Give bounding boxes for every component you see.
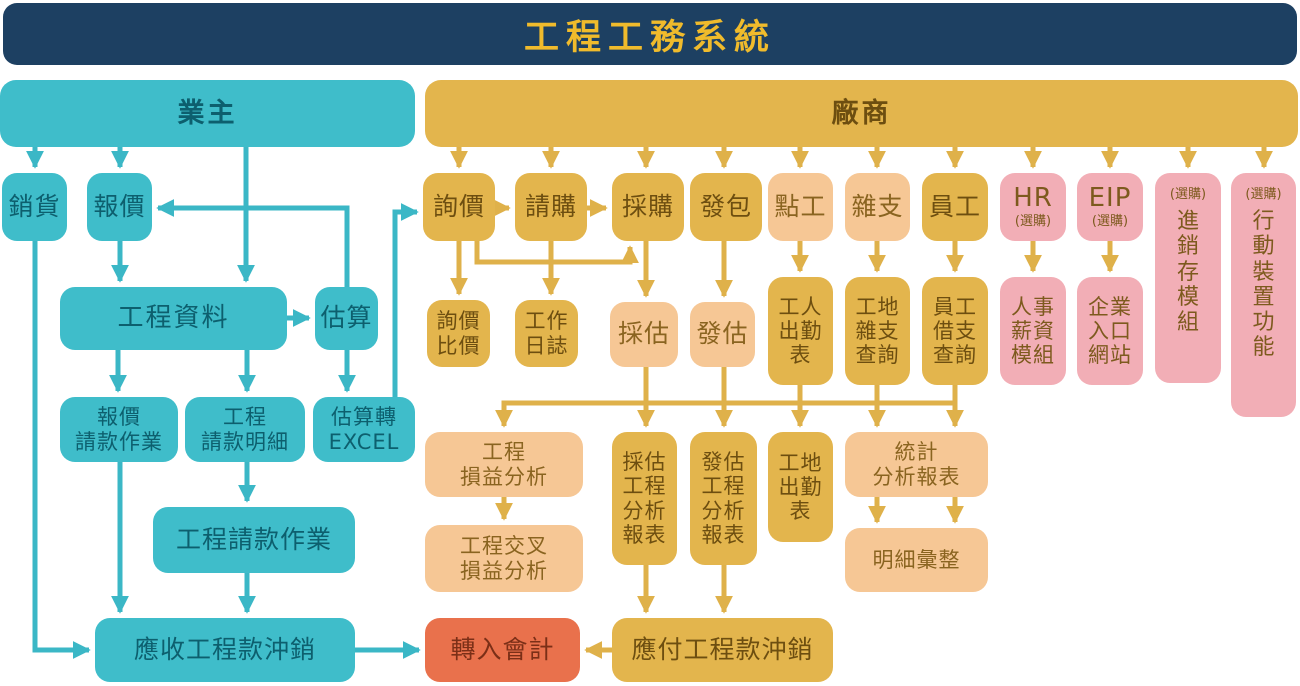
node-site-misc-query: 工地 雜支 查詢 [845,277,910,385]
node-quote-label: 報價 [93,191,146,221]
node-mobile-option-label: (選購) [1245,187,1282,202]
group-vendor: 廠商 [425,80,1298,147]
node-profit-analysis-label: 工程 損益分析 [460,440,548,489]
node-mobile-module: (選購) 行 動 裝 置 功 能 [1231,173,1296,417]
node-stats-report-label: 統計 分析報表 [872,440,961,489]
node-inventory-module: (選購) 進 銷 存 模 組 [1155,173,1221,383]
node-project-billing-detail-label: 工程 請款明細 [201,405,289,454]
node-cross-profit-analysis: 工程交叉 損益分析 [425,525,583,592]
node-work-log-label: 工作 日誌 [524,309,569,358]
title-bar: 工程工務系統 [3,3,1297,65]
node-mobile-label: 行 動 裝 置 功 能 [1252,208,1275,361]
node-hr-label: HR [1013,183,1053,214]
node-project-billing-detail: 工程 請款明細 [185,397,305,462]
node-estimate-excel-label: 估算轉 EXCEL [328,405,400,454]
node-purchase-label: 採購 [621,191,674,221]
node-inquiry-label: 詢價 [432,191,485,221]
node-subcontract-analysis-report-label: 發估 工程 分析 報表 [701,450,746,547]
node-sales: 銷貨 [2,173,67,241]
node-quote-billing: 報價 請款作業 [60,397,178,462]
node-estimate: 估算 [315,287,378,350]
node-sales-label: 銷貨 [8,191,61,221]
node-eip-portal: 企業 入口 網站 [1077,277,1143,385]
node-misc-label: 雜支 [851,191,904,221]
node-project-data-label: 工程資料 [117,302,230,333]
node-project-billing-label: 工程請款作業 [175,524,332,554]
page-title: 工程工務系統 [523,16,776,58]
node-purchase-analysis-report-label: 採估 工程 分析 報表 [622,450,667,547]
node-purchase-request-label: 請購 [524,191,577,221]
node-employee: 員工 [922,173,988,241]
node-subcontract-estimate: 發估 [690,302,755,367]
node-subcontract: 發包 [690,173,762,241]
group-owner: 業主 [0,80,415,147]
node-employee-label: 員工 [928,191,981,221]
node-inquiry-compare: 詢價 比價 [427,300,490,367]
node-profit-analysis: 工程 損益分析 [425,432,583,497]
node-ar-writeoff-label: 應收工程款沖銷 [133,634,316,664]
node-quote-billing-label: 報價 請款作業 [75,405,163,454]
node-hr: HR (選購) [1000,173,1066,241]
node-worker-attendance: 工人 出勤 表 [768,277,833,385]
node-stats-report: 統計 分析報表 [845,432,988,497]
node-subcontract-estimate-label: 發估 [696,319,749,349]
node-inquiry: 詢價 [423,173,495,241]
node-eip-label: EIP [1088,183,1132,214]
node-site-attendance-label: 工地 出勤 表 [778,450,823,524]
node-eip-portal-label: 企業 入口 網站 [1088,294,1132,368]
node-detail-summary: 明細彙整 [845,528,988,592]
node-hr-option-label: (選購) [1014,213,1052,229]
node-work-log: 工作 日誌 [515,300,578,367]
node-inquiry-compare-label: 詢價 比價 [436,309,481,358]
node-estimate-excel: 估算轉 EXCEL [313,397,415,462]
node-ar-writeoff: 應收工程款沖銷 [95,618,355,682]
node-subcontract-label: 發包 [699,191,752,221]
group-owner-label: 業主 [177,97,238,129]
node-hr-payroll-label: 人事 薪資 模組 [1011,294,1055,368]
node-ap-writeoff-label: 應付工程款沖銷 [631,634,814,664]
node-daywork-label: 點工 [774,191,827,221]
node-quote: 報價 [87,173,152,241]
node-estimate-label: 估算 [320,303,373,333]
node-to-accounting-label: 轉入會計 [450,634,555,664]
node-purchase-analysis-report: 採估 工程 分析 報表 [612,432,677,565]
node-inventory-option-label: (選購) [1169,187,1207,202]
node-site-attendance: 工地 出勤 表 [768,432,833,542]
node-misc: 雜支 [845,173,910,241]
node-hr-payroll: 人事 薪資 模組 [1000,277,1066,385]
node-employee-loan-query-label: 員工 借支 查詢 [933,294,977,368]
node-daywork: 點工 [768,173,833,241]
node-cross-profit-analysis-label: 工程交叉 損益分析 [460,534,548,583]
node-worker-attendance-label: 工人 出勤 表 [778,294,823,368]
node-project-billing: 工程請款作業 [153,507,355,573]
node-purchase: 採購 [612,173,684,241]
group-vendor-label: 廠商 [831,97,892,129]
node-ap-writeoff: 應付工程款沖銷 [612,618,833,682]
node-inventory-label: 進 銷 存 模 組 [1176,208,1199,336]
node-to-accounting: 轉入會計 [425,618,580,682]
node-purchase-request: 請購 [515,173,587,241]
node-purchase-estimate: 採估 [610,302,678,367]
node-detail-summary-label: 明細彙整 [872,547,961,572]
node-employee-loan-query: 員工 借支 查詢 [922,277,988,385]
node-eip-option-label: (選購) [1091,213,1129,229]
node-eip: EIP (選購) [1077,173,1143,241]
node-site-misc-query-label: 工地 雜支 查詢 [855,294,900,368]
node-project-data: 工程資料 [60,287,287,350]
node-purchase-estimate-label: 採估 [617,319,670,349]
node-subcontract-analysis-report: 發估 工程 分析 報表 [690,432,757,565]
